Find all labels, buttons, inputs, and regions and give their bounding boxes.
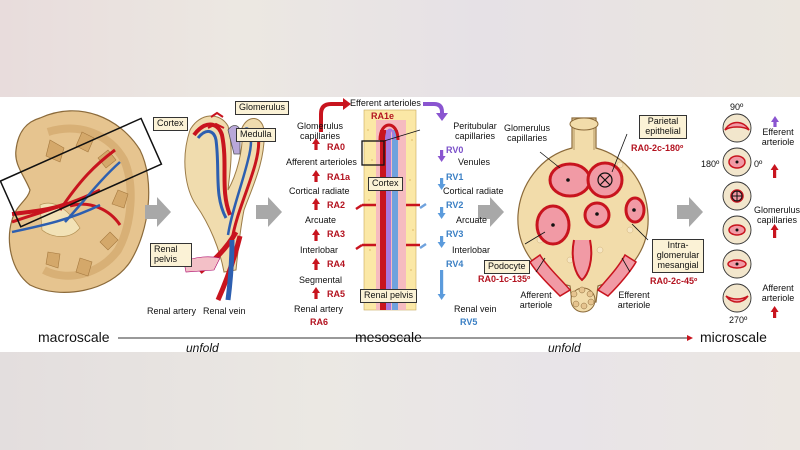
interlobar-artery-label: Interlobar [300, 245, 339, 255]
rv0-code: RV0 [446, 145, 464, 155]
mesangial-code: RA0-2c-45º [650, 276, 698, 286]
podocyte-code: RA0-1c-135º [478, 274, 531, 284]
glomerulus-capillaries-side-label: Glomerulus capillaries [754, 205, 800, 225]
ra3-code: RA3 [327, 229, 346, 239]
mesangial-label: Intra- glomerular mesangial [652, 239, 704, 273]
ra2-code: RA2 [327, 200, 346, 210]
glomerulus-capillaries-micro-label: Glomerulus capillaries [503, 123, 550, 143]
renal-pelvis-meso-label: Renal pelvis [360, 289, 418, 303]
efferent-arteriole-side-label: Efferent arteriole [761, 127, 795, 147]
blurred-background-top [0, 0, 800, 97]
angle-270-label: 270º [729, 315, 748, 325]
renal-vein-meso-label: Renal vein [454, 304, 497, 314]
venules-label: Venules [458, 157, 491, 167]
angle-0-label: 0º [754, 159, 763, 169]
medulla-label: Medulla [236, 128, 276, 142]
kidney-illustration [0, 110, 163, 293]
segmental-label: Segmental [299, 275, 343, 285]
arrow-right-2 [256, 197, 282, 227]
ra6-code: RA6 [310, 317, 329, 327]
unfold-label-1: unfold [186, 341, 219, 355]
peritubular-capillaries-label: Peritubular capillaries [453, 121, 497, 141]
rv1-code: RV1 [446, 172, 464, 182]
cortical-radiate-vein-label: Cortical radiate [443, 186, 504, 196]
arrow-right-1 [145, 197, 171, 227]
arcuate-vein-label: Arcuate [456, 215, 488, 225]
glomerulus-label: Glomerulus [235, 101, 290, 115]
cortical-radiate-artery-label: Cortical radiate [289, 186, 350, 196]
mesoscale-label: mesoscale [355, 329, 422, 345]
podocyte-label: Podocyte [484, 260, 530, 274]
cortex-label: Cortex [153, 117, 188, 131]
afferent-arteriole-side-label: Afferent arteriole [761, 283, 795, 303]
ra0-code: RA0 [327, 142, 346, 152]
arrow-right-4 [677, 197, 703, 227]
interlobar-vein-label: Interlobar [452, 245, 491, 255]
ra1a-code: RA1a [327, 172, 351, 182]
ra1e-code: RA1e [371, 111, 395, 121]
efferent-arteriole-micro-label: Efferent arteriole [617, 290, 651, 310]
efferent-arterioles-label: Efferent arterioles [350, 98, 421, 108]
blurred-background-bottom [0, 352, 800, 450]
rv5-code: RV5 [460, 317, 478, 327]
afferent-arteriole-micro-label: Afferent arteriole [519, 290, 553, 310]
macroscale-label: macroscale [38, 329, 110, 345]
parietal-epithelial-label: Parietal epithelial [639, 115, 687, 139]
renal-vein-label: Renal vein [203, 306, 246, 316]
angle-90-label: 90º [730, 102, 744, 112]
parietal-code: RA0-2c-180º [631, 143, 684, 153]
ra5-code: RA5 [327, 289, 346, 299]
rv3-code: RV3 [446, 229, 464, 239]
renal-pelvis-label: Renal pelvis [150, 243, 192, 267]
rv4-code: RV4 [446, 259, 464, 269]
glomerulus-illustration [517, 117, 649, 313]
rv2-code: RV2 [446, 200, 464, 210]
cross-section-stack [722, 113, 779, 318]
glomerulus-capillaries-label: Glomerulus capillaries [296, 121, 343, 141]
mesoscale-schematic [312, 98, 448, 311]
renal-artery-label: Renal artery [147, 306, 197, 316]
renal-artery-meso-label: Renal artery [294, 304, 344, 314]
afferent-arterioles-label: Afferent arterioles [286, 157, 357, 167]
angle-180-label: 180º [701, 159, 720, 169]
unfold-label-2: unfold [548, 341, 581, 355]
ra4-code: RA4 [327, 259, 346, 269]
cortex-meso-label: Cortex [368, 177, 403, 191]
arcuate-artery-label: Arcuate [305, 215, 337, 225]
arrow-right-3 [478, 197, 504, 227]
microscale-label: microscale [700, 329, 767, 345]
